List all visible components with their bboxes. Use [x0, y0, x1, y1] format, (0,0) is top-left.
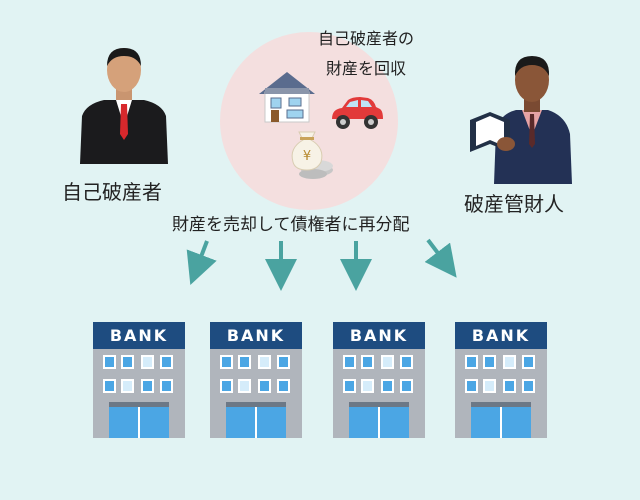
trustee-label: 破産管財人	[464, 192, 564, 216]
bank-building-icon: BANK	[455, 322, 547, 438]
debtor-label: 自己破産者	[62, 180, 162, 204]
bank-building-icon: BANK	[93, 322, 185, 438]
trustee-person-icon	[470, 56, 572, 184]
distribution-label: 財産を売却して債権者に再分配	[172, 215, 410, 235]
bank-building-icon: BANK	[333, 322, 425, 438]
house-icon	[259, 72, 315, 123]
bank-sign: BANK	[333, 322, 425, 349]
bank-sign: BANK	[455, 322, 547, 349]
bank-building-icon: BANK	[210, 322, 302, 438]
bank-sign: BANK	[93, 322, 185, 349]
asset-recovery-line: 財産を回収	[325, 59, 406, 78]
car-icon	[332, 97, 383, 129]
arrow-icon	[186, 240, 217, 285]
svg-text:¥: ¥	[303, 149, 311, 164]
debtor-person-icon	[80, 48, 168, 164]
bank-sign: BANK	[210, 322, 302, 349]
arrow-icon	[424, 238, 457, 278]
asset-recovery-line: 自己破産者の	[317, 29, 414, 48]
money-bag-yen-icon: ¥	[291, 131, 333, 179]
asset-recovery-label: 自己破産者の財産を回収	[300, 24, 432, 84]
